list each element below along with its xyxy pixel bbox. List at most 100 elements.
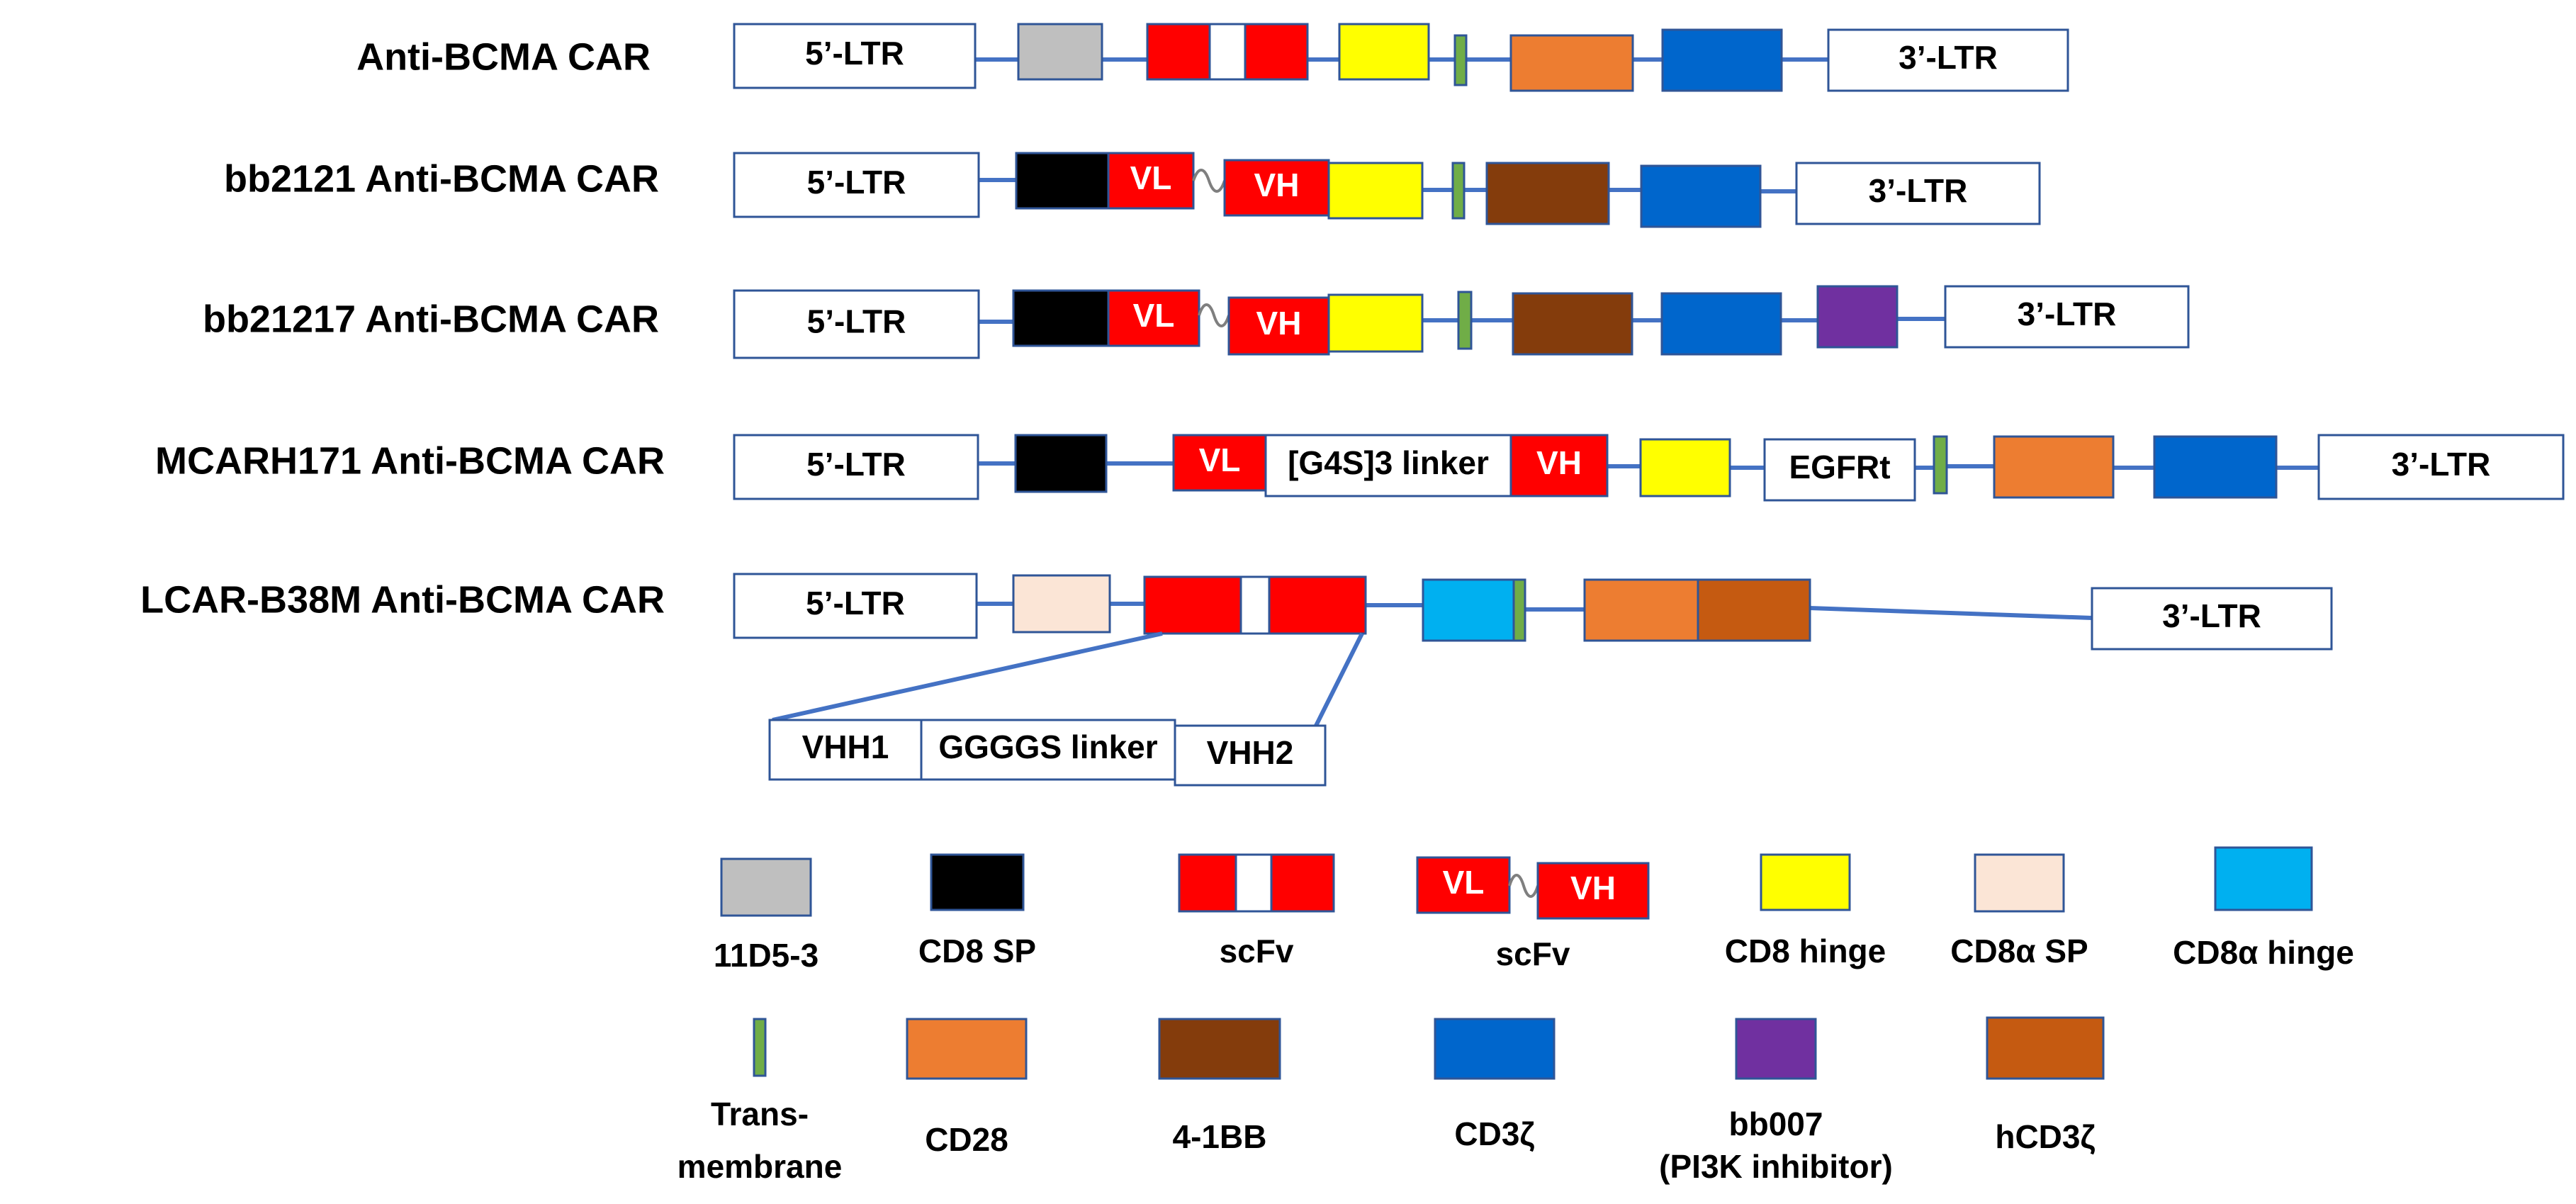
construct-segment bbox=[733, 573, 978, 639]
legend-swatch bbox=[1178, 853, 1237, 913]
construct-segment bbox=[2317, 434, 2565, 500]
expansion-segment bbox=[768, 719, 923, 781]
construct-segment bbox=[1512, 292, 1633, 356]
segment-label: 3’-LTR bbox=[1899, 39, 1998, 76]
expansion-line-left bbox=[772, 631, 1163, 722]
construct-segment bbox=[1244, 23, 1309, 81]
segment-label: 3’-LTR bbox=[2018, 296, 2117, 332]
legend-swatch bbox=[930, 853, 1025, 911]
construct-segment bbox=[1239, 575, 1271, 635]
legend-item: bb007 (PI3K inhibitor) bbox=[1659, 1018, 1893, 1185]
construct-segment bbox=[733, 289, 980, 359]
construct-segment bbox=[1264, 434, 1512, 497]
segment-label: VL bbox=[1199, 441, 1241, 478]
segment-label: VL bbox=[1133, 297, 1175, 334]
legend-item: 11D5-3 bbox=[714, 857, 819, 974]
legend-label: Trans- bbox=[711, 1096, 809, 1132]
legend-item: 4-1BB bbox=[1158, 1018, 1281, 1155]
legend-swatch bbox=[1974, 853, 2065, 913]
construct-segment bbox=[1143, 575, 1242, 635]
segment-label: VH bbox=[1536, 444, 1582, 481]
construct-segment bbox=[1944, 285, 2190, 349]
construct-segment bbox=[1933, 435, 1948, 495]
legend-item: CD28 bbox=[906, 1018, 1028, 1158]
construct-segment bbox=[1640, 164, 1762, 228]
construct-segment bbox=[1485, 162, 1610, 225]
legend-swatch bbox=[906, 1018, 1028, 1080]
legend-swatch bbox=[1158, 1018, 1281, 1080]
construct-segment bbox=[1338, 23, 1430, 81]
construct-segment bbox=[1763, 438, 1916, 502]
legend-swatch bbox=[1434, 1018, 1556, 1080]
expansion-label: VHH1 bbox=[802, 728, 889, 765]
scfv-linker-squiggle bbox=[1198, 303, 1230, 327]
legend-item: Trans-membrane bbox=[677, 1018, 843, 1185]
legend-label: scFv bbox=[1220, 933, 1294, 969]
segment-label: VL bbox=[1130, 159, 1172, 196]
expansion-label: VHH2 bbox=[1207, 734, 1294, 771]
construct-segment bbox=[1107, 289, 1200, 347]
segment-label: 5’-LTR bbox=[806, 585, 905, 621]
construct-name: bb21217 Anti-BCMA CAR bbox=[203, 298, 659, 340]
construct-segment bbox=[1015, 152, 1110, 210]
segment-label: 5’-LTR bbox=[807, 164, 906, 201]
scfv-linker-squiggle bbox=[1192, 169, 1226, 193]
construct-segment bbox=[1795, 162, 2041, 225]
legend-item: CD3ζ bbox=[1434, 1018, 1556, 1152]
construct-segment bbox=[1660, 292, 1782, 356]
legend-label: scFv bbox=[1496, 935, 1570, 972]
legend-item: CD8 hinge bbox=[1725, 853, 1886, 969]
legend-label: 4-1BB bbox=[1173, 1118, 1267, 1155]
construct-segment bbox=[1512, 578, 1526, 642]
legend-label: CD8 SP bbox=[918, 933, 1036, 969]
expansion-segment bbox=[1174, 724, 1327, 787]
legend-swatch bbox=[720, 857, 812, 917]
expansion-segment bbox=[920, 719, 1176, 781]
legend-label: hCD3ζ bbox=[1995, 1118, 2095, 1155]
segment-label: 3’-LTR bbox=[1869, 172, 1968, 209]
legend-swatch bbox=[1234, 853, 1273, 913]
legend-item: CD8α SP bbox=[1950, 853, 2088, 969]
construct-name: LCAR-B38M Anti-BCMA CAR bbox=[140, 578, 665, 621]
segment-label: 3’-LTR bbox=[2392, 446, 2491, 483]
construct-segment bbox=[1816, 285, 1899, 349]
segment-label: 5’-LTR bbox=[806, 446, 906, 483]
legend-item: hCD3ζ bbox=[1986, 1016, 2105, 1155]
construct-segment bbox=[1661, 28, 1783, 92]
construct-segment bbox=[1268, 575, 1367, 635]
construct-segment bbox=[1327, 293, 1424, 353]
construct-name: bb2121 Anti-BCMA CAR bbox=[224, 157, 659, 200]
legend-label: (PI3K inhibitor) bbox=[1659, 1148, 1893, 1185]
construct-segment bbox=[1453, 34, 1468, 86]
construct-segment bbox=[1509, 34, 1634, 92]
legend-vh-label: VH bbox=[1570, 870, 1616, 906]
legend-label: bb007 bbox=[1729, 1105, 1823, 1142]
legend-swatch bbox=[1735, 1018, 1817, 1080]
legend-swatch bbox=[1986, 1016, 2105, 1080]
construct-segment bbox=[1017, 23, 1103, 81]
legend-label: membrane bbox=[677, 1148, 843, 1185]
construct-segment bbox=[2153, 435, 2278, 499]
legend-swatch bbox=[1416, 856, 1511, 914]
segment-label: 5’-LTR bbox=[807, 303, 906, 340]
construct-segment bbox=[1639, 438, 1731, 497]
legend-item: CD8α hinge bbox=[2173, 846, 2354, 971]
construct-segment bbox=[1014, 434, 1108, 493]
construct-segment bbox=[1993, 435, 2115, 499]
segment-label: EGFRt bbox=[1789, 449, 1890, 485]
segment-label: 5’-LTR bbox=[805, 35, 904, 72]
construct-name: MCARH171 Anti-BCMA CAR bbox=[155, 439, 665, 482]
legend-item: CD8 SP bbox=[918, 853, 1036, 969]
legend-swatch bbox=[753, 1018, 767, 1077]
legend-item: scFv bbox=[1178, 853, 1335, 969]
legend-label: CD8α SP bbox=[1950, 933, 2088, 969]
legend-label: CD28 bbox=[925, 1121, 1008, 1158]
legend-label: CD8α hinge bbox=[2173, 934, 2354, 971]
